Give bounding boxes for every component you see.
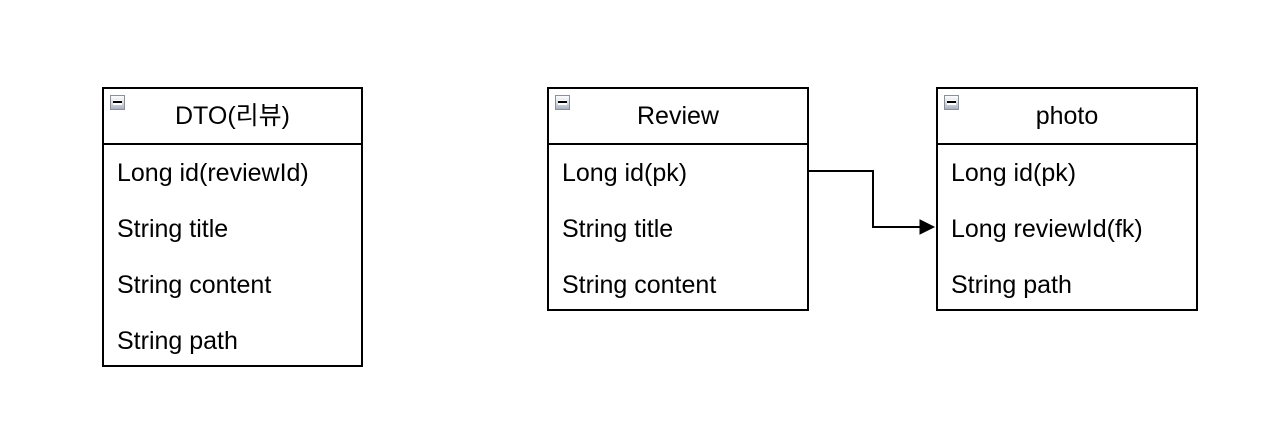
field-row: Long reviewId(fk) bbox=[951, 214, 1143, 243]
field-row: String content bbox=[562, 270, 717, 299]
field-row: String title bbox=[117, 214, 229, 243]
minus-glyph bbox=[947, 100, 956, 105]
entity-body: Long id(pk) Long reviewId(fk) String pat… bbox=[938, 145, 1196, 313]
field-row: String content bbox=[117, 270, 272, 299]
entity-photo[interactable]: photo Long id(pk) Long reviewId(fk) Stri… bbox=[936, 87, 1198, 311]
entity-body: Long id(reviewId) String title String co… bbox=[104, 145, 361, 369]
connector-line bbox=[809, 170, 921, 228]
field-row: String title bbox=[562, 214, 674, 243]
entity-header: photo bbox=[938, 89, 1196, 145]
entity-header: Review bbox=[549, 89, 807, 145]
entity-title: photo bbox=[1035, 101, 1099, 130]
collapse-minus-icon[interactable] bbox=[555, 95, 570, 110]
collapse-minus-icon[interactable] bbox=[944, 95, 959, 110]
field-row: Long id(reviewId) bbox=[117, 158, 309, 187]
entity-title: DTO(리뷰) bbox=[175, 101, 290, 130]
collapse-minus-icon[interactable] bbox=[110, 95, 125, 110]
entity-dto-review[interactable]: DTO(리뷰) Long id(reviewId) String title S… bbox=[102, 87, 363, 367]
entity-title: Review bbox=[637, 101, 719, 130]
minus-glyph bbox=[113, 100, 122, 105]
entity-body: Long id(pk) String title String content bbox=[549, 145, 807, 313]
field-row: Long id(pk) bbox=[562, 158, 688, 187]
minus-glyph bbox=[558, 100, 567, 105]
entity-header: DTO(리뷰) bbox=[104, 89, 361, 145]
field-row: Long id(pk) bbox=[951, 158, 1077, 187]
arrowhead-right-icon bbox=[919, 219, 936, 235]
field-row: String path bbox=[951, 270, 1072, 299]
entity-review[interactable]: Review Long id(pk) String title String c… bbox=[547, 87, 809, 311]
field-row: String path bbox=[117, 326, 238, 355]
